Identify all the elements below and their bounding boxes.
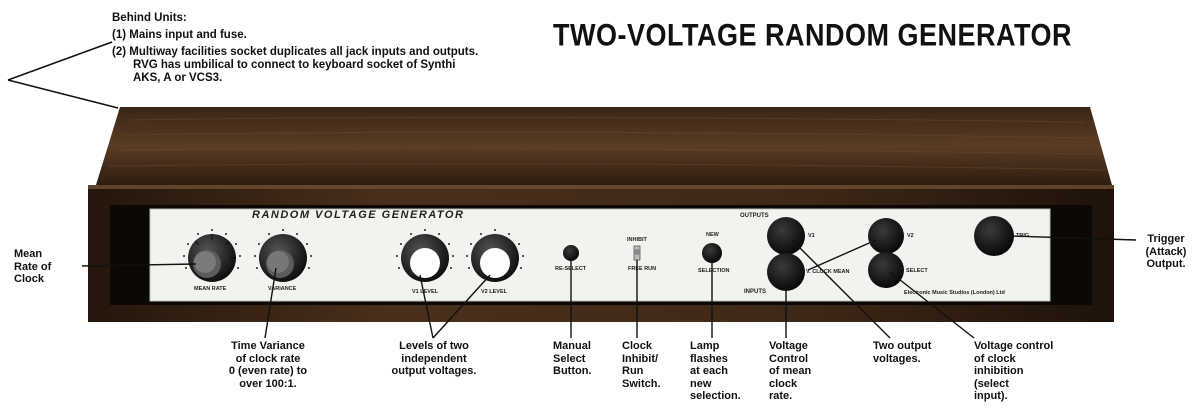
- select-input-jack: [868, 252, 904, 288]
- panel-outputs-label: OUTPUTS: [740, 213, 769, 219]
- wood-grain: [107, 116, 1107, 171]
- cabinet-top: [96, 107, 1112, 185]
- two-outputs-pointer-v2: [807, 239, 877, 271]
- variance-knob: [259, 234, 307, 282]
- v2-level-knob: [471, 234, 519, 282]
- v2-output-jack: [868, 218, 904, 254]
- panel-v1-level-label: V1 LEVEL: [412, 289, 438, 295]
- v1-level-knob: [401, 234, 449, 282]
- notes-item-2: (2) Multiway facilities socket duplicate…: [112, 46, 479, 58]
- panel-title: RANDOM VOLTAGE GENERATOR: [252, 209, 465, 221]
- notes-item-3: RVG has umbilical to connect to keyboard…: [133, 59, 456, 71]
- panel-v2-level-label: V2 LEVEL: [481, 289, 507, 295]
- panel-selection-label: SELECTION: [698, 268, 730, 274]
- v1-output-jack: [767, 217, 805, 255]
- panel-select-label: SELECT: [906, 268, 928, 274]
- panel-trig-label: TRIG: [1016, 233, 1030, 239]
- notes-item-4: AKS, A or VCS3.: [133, 72, 223, 84]
- selection-lamp: [702, 243, 722, 263]
- panel-new-label: NEW: [706, 232, 719, 238]
- trigger-output-jack: [974, 216, 1014, 256]
- panel-mean-rate-label: MEAN RATE: [194, 286, 227, 292]
- panel-v1-label: V1: [808, 233, 815, 239]
- voltage-inhibit-pointer: [889, 271, 975, 339]
- panel-variance-label: VARIANCE: [268, 286, 297, 292]
- notes-item-1: (1) Mains input and fuse.: [112, 29, 247, 41]
- knob-scales: [183, 229, 524, 269]
- panel-inputs-label: INPUTS: [744, 289, 767, 295]
- panel-inhibit-label: INHIBIT: [627, 237, 647, 243]
- notes-heading: Behind Units:: [112, 12, 187, 24]
- panel-free-run-label: FREE RUN: [628, 266, 657, 272]
- callout-trigger: Trigger(Attack)Output.: [1145, 233, 1187, 270]
- note-pointer-upper: [7, 41, 113, 81]
- panel-v2-label: V2: [907, 233, 914, 239]
- panel-v-clock-mean-label: V. CLOCK MEAN: [806, 269, 850, 275]
- note-pointer-lower: [7, 79, 119, 109]
- mean-rate-pointer: [81, 263, 197, 267]
- mean-rate-knob: [188, 234, 236, 282]
- panel-maker-label: Electronic Music Studios (London) Ltd: [904, 290, 1005, 296]
- v-clock-mean-input-jack: [767, 253, 805, 291]
- levels-pointer-left: [419, 274, 434, 339]
- two-outputs-pointer-v1: [791, 239, 891, 339]
- re-select-button: [563, 245, 579, 261]
- levels-pointer-right: [432, 274, 491, 339]
- variance-pointer: [264, 267, 277, 339]
- page-title: TWO-VOLTAGE RANDOM GENERATOR: [553, 18, 1072, 53]
- callout-lines: [81, 235, 1137, 339]
- panel-re-select-label: RE-SELECT: [555, 266, 587, 272]
- trigger-pointer: [1009, 235, 1137, 241]
